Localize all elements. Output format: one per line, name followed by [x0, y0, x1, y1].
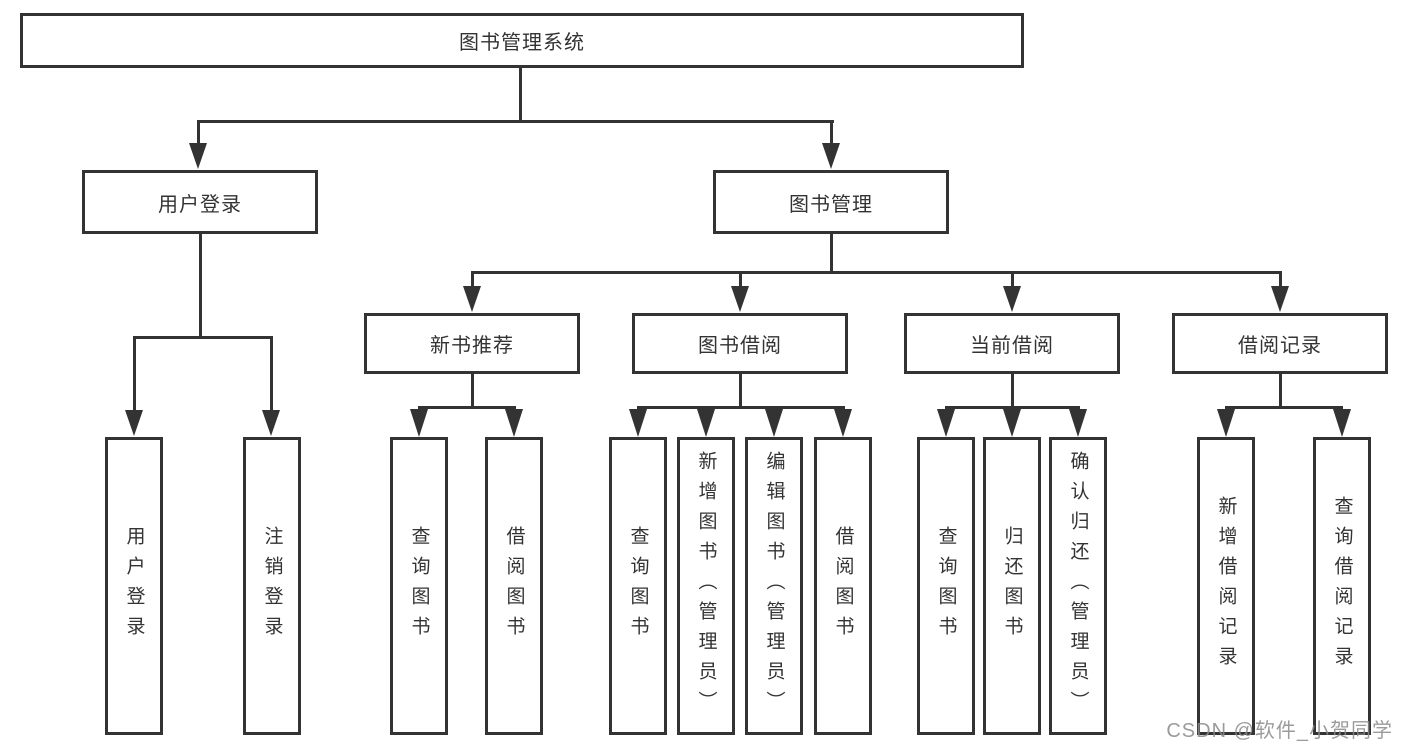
- watermark: CSDN @软件_小贺同学: [1166, 720, 1393, 742]
- connector-line: [471, 374, 474, 407]
- connector-line: [1279, 271, 1282, 288]
- node-edit-books-admin: 编辑图书（管理员）: [745, 437, 803, 735]
- node-label: 查询借阅记录: [1331, 496, 1353, 676]
- connector-line: [471, 271, 474, 288]
- connector-line: [133, 336, 136, 412]
- arrowhead-down-icon: [410, 409, 428, 437]
- node-query-books-borrowing: 查询图书: [609, 437, 667, 735]
- node-query-books-current: 查询图书: [917, 437, 975, 735]
- connector-line: [1011, 271, 1014, 288]
- connector-line: [197, 120, 200, 145]
- arrowhead-down-icon: [765, 409, 783, 437]
- node-label: 新书推荐: [430, 335, 514, 357]
- node-logout-action: 注销登录: [243, 437, 301, 735]
- node-new-book-recommendation: 新书推荐: [364, 313, 580, 374]
- arrowhead-down-icon: [1069, 409, 1087, 437]
- node-current-borrowing: 当前借阅: [904, 313, 1120, 374]
- connector-line: [471, 271, 1282, 274]
- node-label: 编辑图书（管理员）: [763, 451, 785, 721]
- arrowhead-down-icon: [125, 410, 143, 436]
- arrowhead-down-icon: [937, 409, 955, 437]
- node-query-books-recommend: 查询图书: [390, 437, 448, 735]
- arrowhead-down-icon: [505, 409, 523, 437]
- node-library-management-system: 图书管理系统: [20, 13, 1024, 68]
- connector-line: [270, 336, 273, 412]
- arrowhead-down-icon: [463, 286, 481, 312]
- arrowhead-down-icon: [731, 286, 749, 312]
- arrowhead-down-icon: [822, 143, 840, 169]
- node-label: 图书管理系统: [459, 32, 585, 54]
- node-label: 新增图书（管理员）: [695, 451, 717, 721]
- arrowhead-down-icon: [1003, 409, 1021, 437]
- node-label: 图书借阅: [698, 335, 782, 357]
- arrowhead-down-icon: [834, 409, 852, 437]
- arrowhead-down-icon: [1003, 286, 1021, 312]
- arrowhead-down-icon: [697, 409, 715, 437]
- node-label: 归还图书: [1001, 526, 1023, 646]
- connector-line: [519, 68, 522, 120]
- node-label: 用户登录: [158, 193, 242, 216]
- arrowhead-down-icon: [189, 143, 207, 169]
- node-label: 新增借阅记录: [1215, 496, 1237, 676]
- node-label: 用户登录: [123, 526, 145, 646]
- node-borrow-books-recommend: 借阅图书: [485, 437, 543, 735]
- arrowhead-down-icon: [1333, 409, 1351, 437]
- connector-line: [1225, 406, 1343, 409]
- arrowhead-down-icon: [262, 410, 280, 436]
- node-label: 查询图书: [935, 526, 957, 646]
- node-borrow-books: 借阅图书: [814, 437, 872, 735]
- connector-line: [945, 406, 1080, 409]
- arrowhead-down-icon: [629, 409, 647, 437]
- node-borrowing-records: 借阅记录: [1172, 313, 1388, 374]
- connector-line: [830, 234, 833, 271]
- node-confirm-return-admin: 确认归还（管理员）: [1049, 437, 1107, 735]
- node-label: 查询图书: [627, 526, 649, 646]
- node-label: 确认归还（管理员）: [1067, 451, 1089, 721]
- connector-line: [739, 374, 742, 407]
- node-book-borrowing: 图书借阅: [632, 313, 848, 374]
- node-user-login-action: 用户登录: [105, 437, 163, 735]
- connector-line: [1011, 374, 1014, 407]
- node-query-borrow-record: 查询借阅记录: [1313, 437, 1371, 735]
- arrowhead-down-icon: [1217, 409, 1235, 437]
- node-label: 借阅记录: [1238, 335, 1322, 357]
- connector-line: [197, 120, 834, 123]
- node-add-books-admin: 新增图书（管理员）: [677, 437, 735, 735]
- connector-line: [199, 234, 202, 336]
- node-label: 借阅图书: [832, 526, 854, 646]
- connector-line: [133, 336, 273, 339]
- arrowhead-down-icon: [1271, 286, 1289, 312]
- node-add-borrow-record: 新增借阅记录: [1197, 437, 1255, 735]
- node-book-management: 图书管理: [713, 170, 949, 234]
- connector-line: [1279, 374, 1282, 407]
- node-label: 图书管理: [789, 193, 873, 216]
- connector-line: [418, 406, 516, 409]
- node-label: 查询图书: [408, 526, 430, 646]
- node-label: 当前借阅: [970, 335, 1054, 357]
- node-label: 借阅图书: [503, 526, 525, 646]
- connector-line: [830, 120, 833, 145]
- node-user-login: 用户登录: [82, 170, 318, 234]
- node-label: 注销登录: [261, 526, 283, 646]
- node-return-books: 归还图书: [983, 437, 1041, 735]
- connector-line: [637, 406, 845, 409]
- connector-line: [739, 271, 742, 288]
